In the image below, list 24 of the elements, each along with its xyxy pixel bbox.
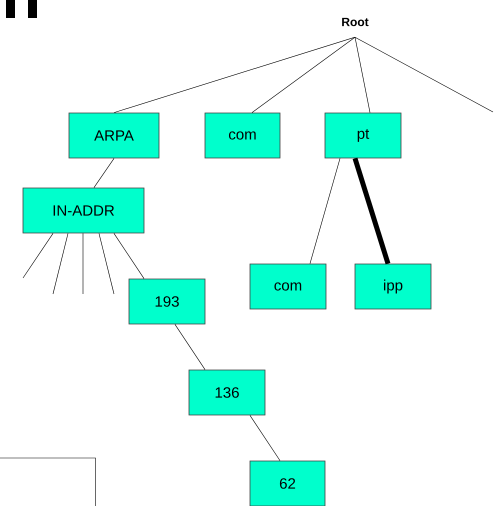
branch-stub	[354, 36, 494, 112]
tree-branch	[114, 233, 144, 279]
branch-stub	[82, 233, 84, 294]
tree-branch	[354, 36, 370, 113]
tree-branch	[94, 158, 114, 188]
tree-branch	[114, 36, 356, 113]
domain-box: IN-ADDR	[22, 188, 144, 234]
domain-box: 62	[250, 460, 326, 506]
tree-branch	[252, 36, 356, 113]
domain-box: pt	[324, 112, 402, 158]
domain-box: ARPA	[68, 112, 160, 158]
tree-branch	[310, 158, 340, 264]
domain-box: com	[204, 112, 280, 158]
domain-box: 193	[128, 278, 206, 324]
tree-branch	[352, 158, 390, 264]
domain-box: 136	[188, 370, 266, 416]
tree-branch	[174, 324, 206, 370]
root-label: Root	[342, 18, 368, 26]
domain-box: com	[250, 264, 326, 310]
branch-stub	[22, 233, 54, 278]
domain-box: ipp	[354, 264, 432, 310]
tree-branch	[250, 415, 280, 461]
branch-stub	[52, 233, 68, 294]
branch-stub	[98, 233, 114, 294]
